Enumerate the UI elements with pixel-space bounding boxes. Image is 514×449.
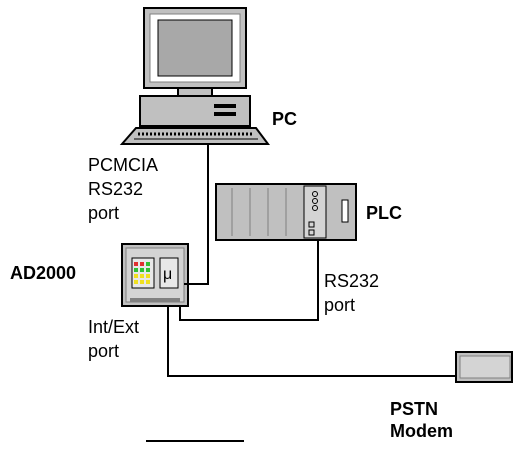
pcmcia-port-line3: port — [88, 203, 120, 223]
rs232-port-line1: RS232 — [324, 271, 380, 291]
ad2000-modem-link — [167, 306, 456, 377]
modem-icon — [455, 351, 513, 383]
rs232-port-line2: port — [324, 295, 356, 315]
ad2000-label: AD2000 — [10, 263, 77, 283]
ad2000-mu-glyph: μ — [163, 266, 172, 283]
pc-ad2000-link — [184, 144, 209, 285]
pstn-label: PSTN — [390, 399, 439, 419]
ad2000-plc-link — [179, 240, 319, 321]
intext-port-line2: port — [88, 341, 120, 361]
intext-port-line1: Int/Ext — [88, 317, 140, 337]
plc-icon — [215, 183, 357, 241]
ad2000-icon: μ — [121, 243, 189, 307]
pcmcia-port-line1: PCMCIA — [88, 155, 159, 175]
pc-label: PC — [272, 109, 298, 129]
pcmcia-port-line2: RS232 — [88, 179, 144, 199]
modem-label: Modem — [390, 421, 453, 441]
plc-label: PLC — [366, 203, 402, 223]
connection-lines — [167, 144, 456, 377]
pc-icon — [119, 7, 270, 145]
